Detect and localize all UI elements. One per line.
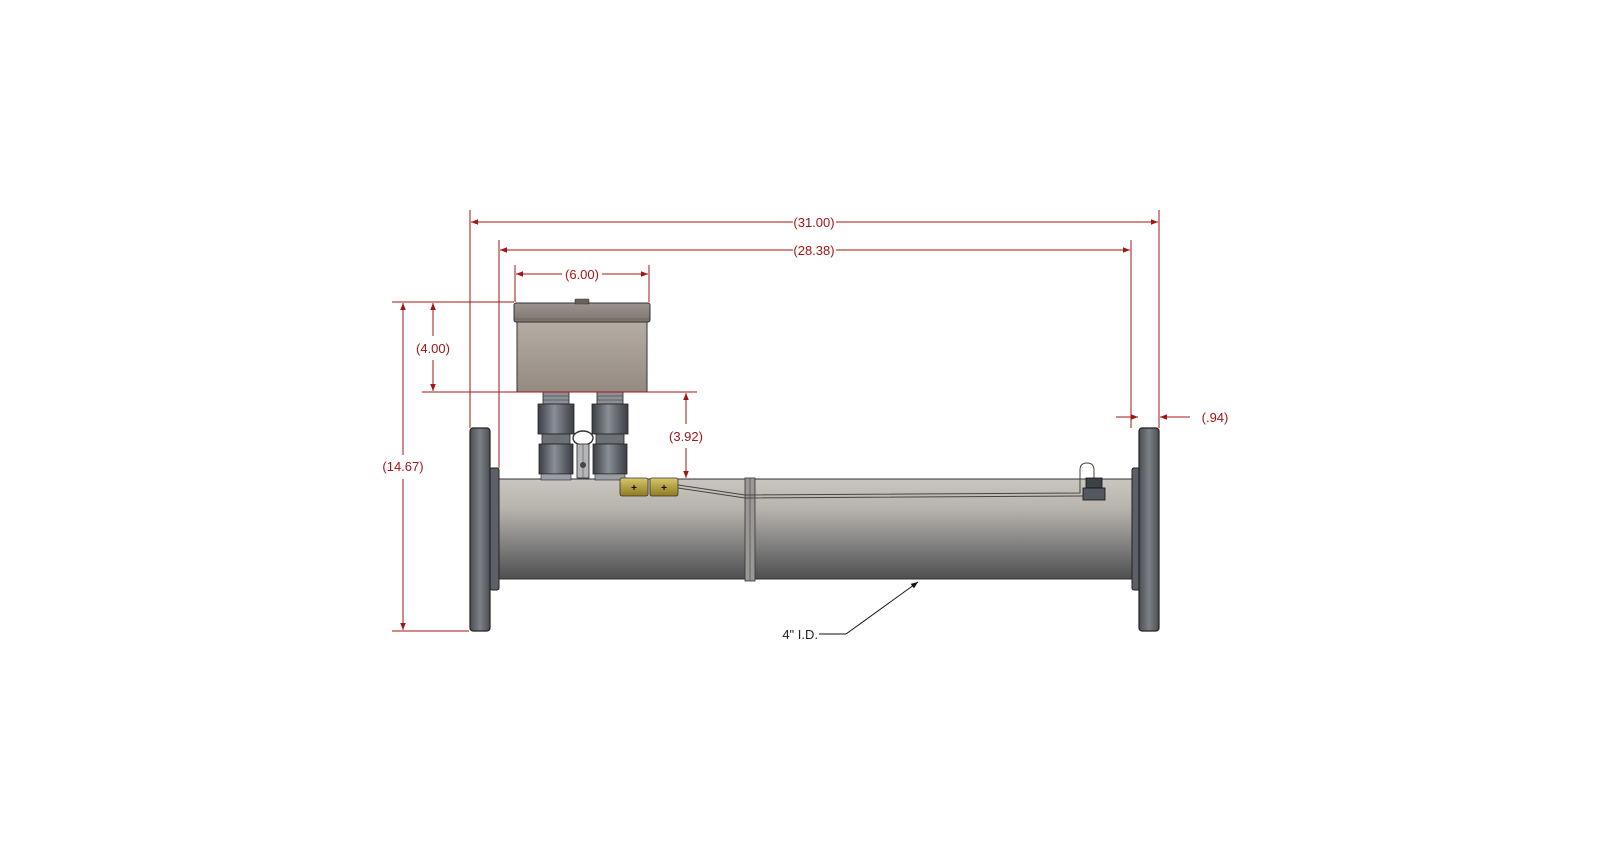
fitting-left (537, 391, 575, 481)
sensor-cable (677, 462, 1095, 499)
fitting-right (591, 391, 629, 481)
dimension-flange-thickness: (.94) (1116, 410, 1228, 425)
dim-text-enclosure-height: (4.00) (416, 341, 450, 356)
dimension-face-to-face: (28.38) (498, 240, 1132, 468)
dim-text-enclosure-offset: (3.92) (669, 429, 703, 444)
center-loop (572, 430, 594, 479)
dim-text-face-to-face: (28.38) (793, 243, 834, 258)
flange-left (469, 427, 491, 632)
dim-text-enclosure-width: (6.00) (565, 267, 599, 282)
flange-hub-left (489, 467, 500, 591)
dimension-total-height: (14.67) (382, 303, 469, 632)
dimension-enclosure-offset: (3.92) (669, 393, 703, 478)
callout-text: 4" I.D. (782, 627, 818, 642)
sensor-pair: + + (619, 477, 679, 497)
transmitter-enclosure (513, 298, 651, 393)
sensor-mark-2: + (661, 483, 667, 494)
dim-text-total-height: (14.67) (382, 459, 423, 474)
flange-right (1138, 427, 1160, 632)
callout-pipe-id: 4" I.D. (782, 581, 919, 642)
dimension-overall-length: (31.00) (469, 210, 1160, 428)
cable-connector (1082, 477, 1106, 501)
sensor-mark-1: + (631, 483, 637, 494)
pipe-body (496, 477, 1135, 582)
dim-text-flange-thickness: (.94) (1202, 410, 1229, 425)
dimension-enclosure-width: (6.00) (514, 265, 650, 302)
dimension-enclosure-height: (4.00) (392, 301, 697, 393)
dim-text-overall-length: (31.00) (793, 215, 834, 230)
